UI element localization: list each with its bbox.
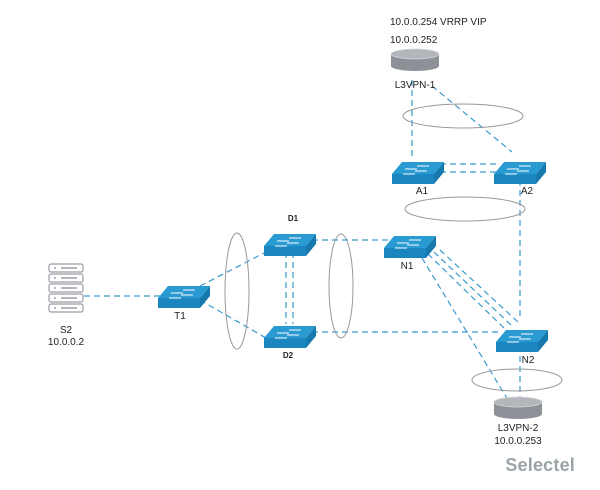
d1-switch-icon[interactable] [264, 234, 316, 256]
a1-switch-icon[interactable] [392, 162, 444, 184]
link-n1-n2 [427, 253, 507, 331]
t1-label: T1 [174, 311, 186, 322]
l3vpn2-name-label: L3VPN-2 [497, 423, 539, 434]
l3vpn1-name-label: L3VPN-1 [394, 80, 436, 91]
lag-ellipse-a1-a2 [404, 196, 526, 222]
l3vpn1-storage-icon[interactable] [390, 48, 440, 71]
lag-ellipse-l3vpn1 [402, 103, 524, 129]
s2-ip-label: 10.0.0.2 [47, 337, 85, 348]
d1-label: D1 [287, 214, 299, 223]
l3vpn2-ip-label: 10.0.0.253 [494, 436, 542, 447]
s2-server-icon[interactable] [48, 263, 84, 313]
d2-switch-icon[interactable] [264, 326, 316, 348]
brand-logo: Selectel [505, 455, 575, 475]
l3vpn2-storage-icon[interactable] [493, 396, 543, 419]
link-n1-n2 [433, 251, 513, 327]
link-t1-d1 [199, 251, 267, 287]
lag-ellipse-t1 [224, 232, 250, 350]
a1-label: A1 [415, 186, 429, 197]
link-n1-n2 [439, 249, 519, 323]
t1-switch-icon[interactable] [158, 286, 210, 308]
lag-ellipse-d1-d2 [328, 233, 354, 339]
n2-switch-icon[interactable] [496, 330, 548, 352]
lag-ellipses [224, 103, 563, 392]
l3vpn1-vip-label: 10.0.0.254 VRRP VIP [390, 17, 487, 28]
link-t1-d2 [199, 299, 267, 339]
n1-label: N1 [400, 261, 414, 272]
lag-ellipse-l3vpn2 [471, 368, 563, 392]
a2-switch-icon[interactable] [494, 162, 546, 184]
link-a1-l3vpn1 [431, 85, 513, 153]
nodes-layer [48, 48, 548, 419]
link-n1-l3vpn2 [421, 257, 509, 401]
a2-label: A2 [520, 186, 534, 197]
d2-label: D2 [282, 351, 294, 360]
s2-name-label: S2 [59, 325, 73, 336]
n2-label: N2 [521, 355, 535, 366]
l3vpn1-ip-label: 10.0.0.252 [390, 35, 438, 46]
n1-switch-icon[interactable] [384, 236, 436, 258]
